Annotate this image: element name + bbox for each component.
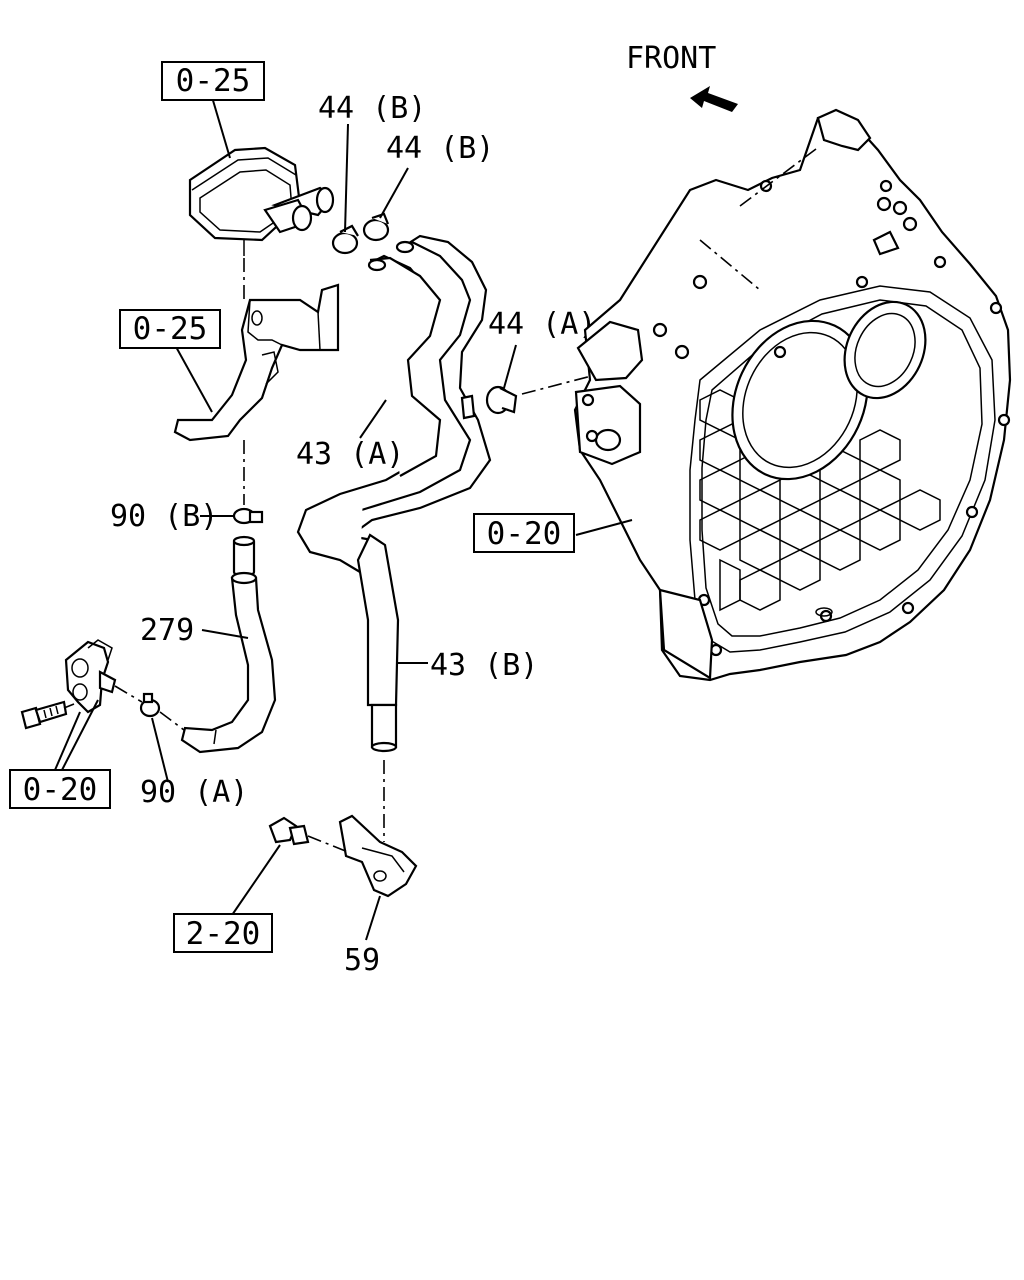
callout-43a: 43 (A)	[296, 437, 404, 472]
ref-0-20-sensor: 0-20	[23, 772, 98, 808]
dash-bolt-clip	[307, 835, 349, 853]
callout-59: 59	[344, 943, 380, 978]
dash-clip-hose	[159, 711, 185, 731]
leader-0-20-sensor-a	[54, 711, 81, 771]
ref-box-0-25-top	[161, 61, 265, 101]
ref-2-20: 2-20	[186, 916, 261, 952]
leader-0-20-housing	[575, 519, 633, 536]
ref-0-25-top: 0-25	[176, 63, 251, 99]
hose-clip-59	[338, 814, 418, 898]
callout-44b-1: 44 (B)	[318, 91, 426, 126]
leader-43a	[359, 399, 387, 439]
clamp-44b-2	[362, 212, 390, 242]
hose-43b	[356, 533, 400, 753]
upper-bore	[843, 300, 927, 400]
leader-59	[365, 895, 381, 941]
leader-0-20-sensor-b	[61, 699, 99, 771]
front-arrow-icon	[690, 86, 738, 112]
clip-bolt	[268, 816, 310, 846]
callout-90a: 90 (A)	[140, 775, 248, 810]
hose-43a	[296, 234, 492, 580]
callout-279: 279	[140, 613, 194, 648]
callout-90b: 90 (B)	[110, 499, 218, 534]
callout-44a: 44 (A)	[488, 307, 596, 342]
clip-90b	[232, 507, 264, 525]
dash-bolt-sensor	[63, 703, 75, 709]
dash-sensor-clip	[114, 685, 143, 703]
callout-44b-2: 44 (B)	[386, 131, 494, 166]
flywheel-housing	[573, 108, 1012, 682]
ref-box-0-20-housing	[473, 513, 575, 553]
ref-0-20-housing: 0-20	[487, 516, 562, 552]
ref-0-25-bracket: 0-25	[133, 311, 208, 347]
leader-0-25-top	[211, 96, 231, 159]
ref-box-2-20	[173, 913, 273, 953]
leader-44b-2	[379, 167, 409, 219]
main-bore	[731, 319, 869, 481]
ref-box-0-25-bracket	[119, 309, 221, 349]
pressure-sensor	[188, 146, 335, 256]
leader-44a	[503, 344, 517, 389]
ref-box-0-20-sensor	[9, 769, 111, 809]
leader-279	[201, 629, 249, 639]
sensor-bracket	[173, 283, 340, 442]
leader-2-20	[229, 844, 281, 919]
crank-sensor	[64, 639, 117, 714]
hose-279	[180, 535, 277, 754]
leader-0-25-bracket	[174, 344, 213, 413]
front-label: FRONT	[626, 41, 716, 76]
callout-43b: 43 (B)	[430, 648, 538, 683]
clamp-44b-1	[331, 224, 359, 255]
leader-44b-1	[344, 123, 349, 233]
leader-90a	[151, 717, 169, 783]
clip-90a	[139, 692, 161, 718]
clamp-44a	[485, 385, 518, 415]
sensor-bolt	[20, 700, 68, 730]
